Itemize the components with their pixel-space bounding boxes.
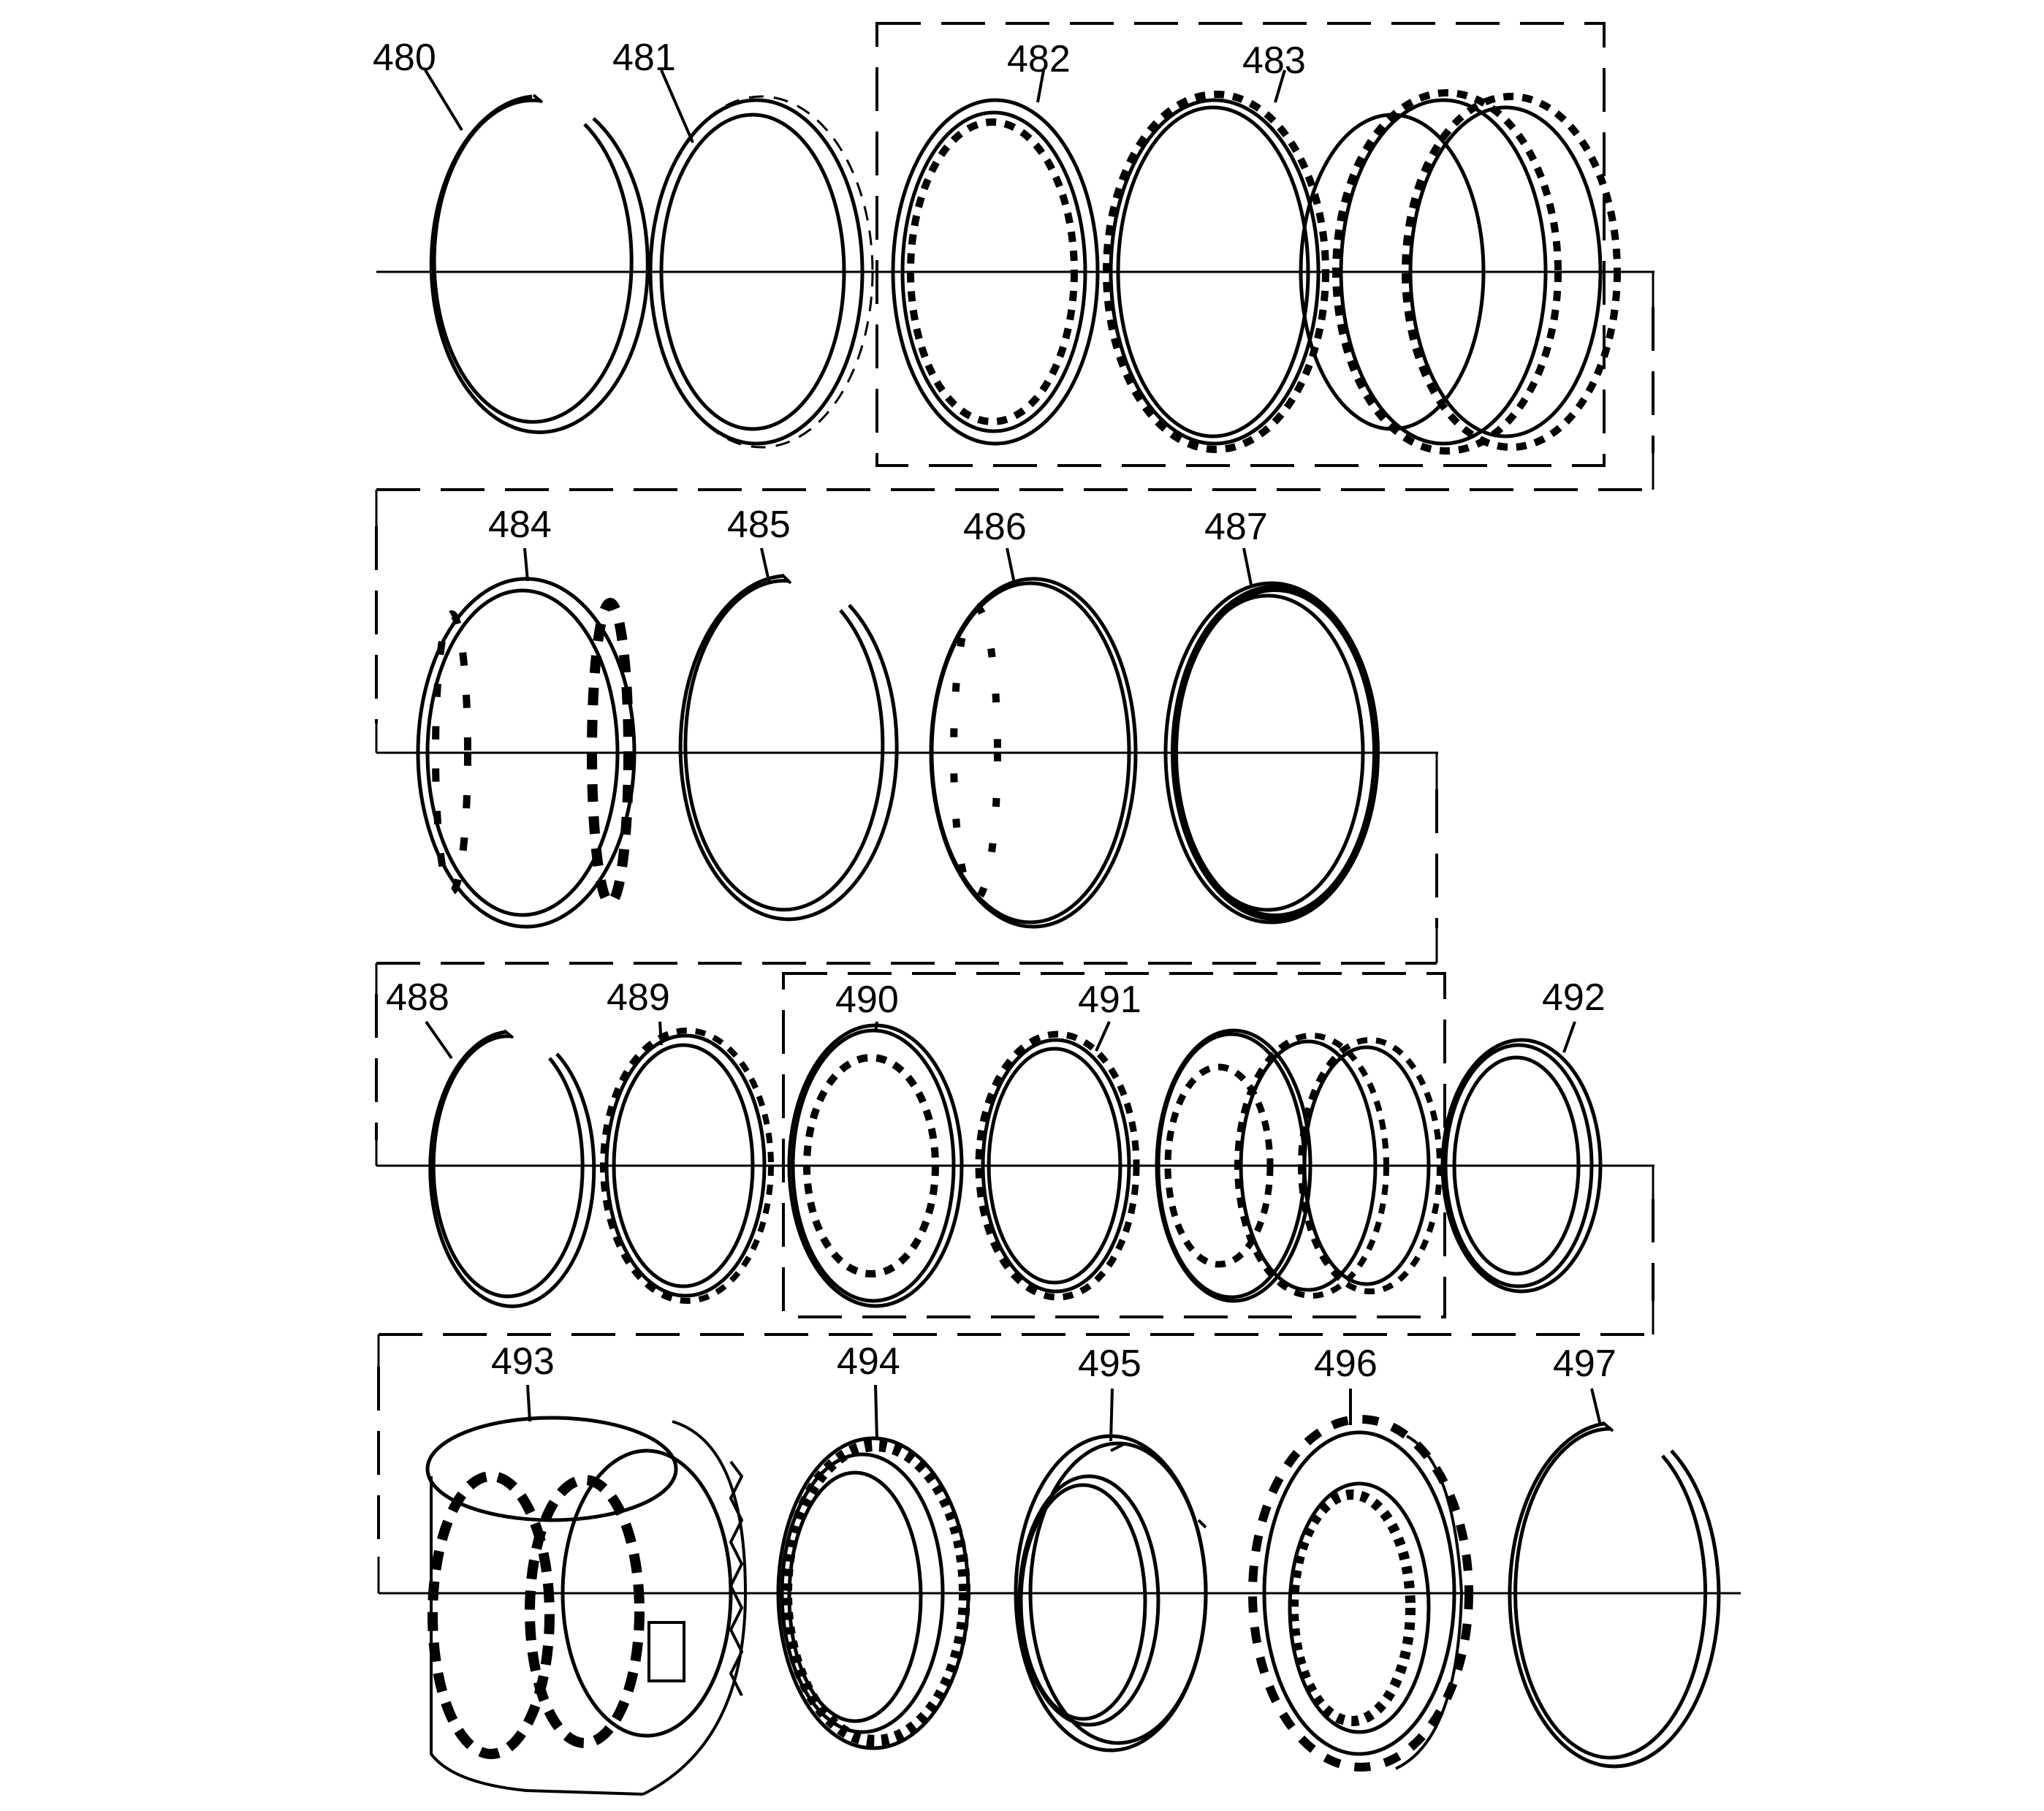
part-482-internal-spline-disc: [891, 98, 1100, 446]
part-489-backing-plate: [600, 1028, 774, 1304]
label-490: 490: [835, 979, 899, 1021]
label-489: 489: [607, 976, 670, 1019]
label-488: 488: [386, 976, 449, 1019]
label-480: 480: [373, 37, 436, 79]
part-485-snap-ring: [678, 573, 899, 922]
label-482: 482: [1007, 38, 1071, 80]
part-493-clutch-housing: [425, 1416, 748, 1796]
part-487-apply-ring: [1163, 581, 1380, 925]
label-483: 483: [1242, 39, 1306, 82]
part-483b-clutch-pack: [1299, 89, 1621, 455]
label-494: 494: [837, 1340, 900, 1383]
label-495: 495: [1078, 1343, 1141, 1385]
part-480-snap-ring: [429, 94, 650, 434]
part-488-snap-ring: [428, 1029, 596, 1308]
label-491: 491: [1078, 979, 1141, 1021]
part-491-external-tab-plate: [975, 1030, 1140, 1301]
part-492-reaction-plate: [1440, 1038, 1603, 1294]
part-481-backing-plate: [648, 95, 874, 449]
label-486: 486: [963, 506, 1027, 548]
label-492: 492: [1542, 976, 1606, 1019]
label-497: 497: [1553, 1343, 1616, 1385]
label-484: 484: [488, 504, 552, 546]
part-483-external-tab-plate: [1103, 91, 1329, 453]
label-487: 487: [1204, 506, 1268, 548]
part-labels: 480 481 482 483 484 485 486 487 488 489 …: [373, 37, 1616, 1385]
label-485: 485: [727, 504, 791, 546]
part-494-sprag-assembly: [776, 1436, 970, 1750]
part-496-toothed-hub: [1248, 1415, 1473, 1772]
label-496: 496: [1314, 1343, 1378, 1385]
group-box-row-1: [875, 22, 1606, 467]
leader-lines: [424, 69, 1602, 1442]
group-box-row-3: [782, 972, 1446, 1318]
part-497-snap-ring: [1508, 1421, 1721, 1769]
part-491b-clutch-pack: [1155, 1028, 1443, 1303]
part-486-wave-plate: [929, 577, 1138, 929]
assembly-centerlines: [375, 270, 1741, 1595]
label-493: 493: [491, 1340, 555, 1383]
label-481: 481: [612, 37, 676, 79]
